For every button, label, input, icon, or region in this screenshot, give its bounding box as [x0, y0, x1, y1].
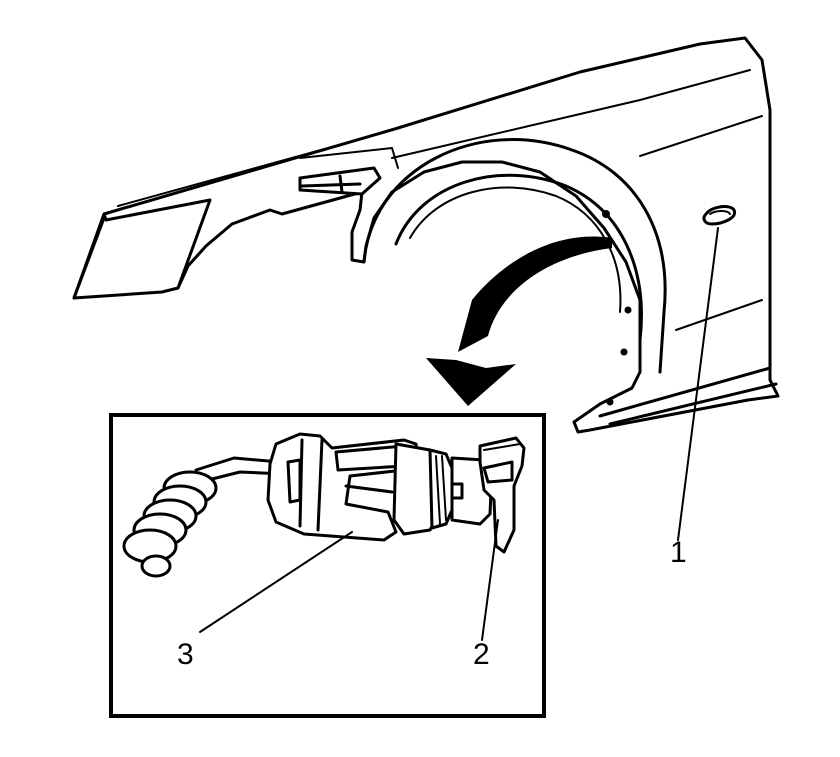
- temperature-sensor-assembly: [122, 432, 526, 578]
- body-crease-lower: [675, 299, 763, 331]
- fender-outline: [72, 36, 780, 434]
- vent-inner: [300, 174, 362, 194]
- arrow-shaft: [458, 236, 612, 352]
- sensor-nose-tab: [450, 482, 464, 500]
- wheel-arch-liner: [409, 186, 622, 313]
- leader-line-3: [199, 531, 353, 633]
- wire-coil: [122, 470, 218, 578]
- front-lower-edge: [72, 216, 106, 300]
- leader-line-2: [481, 519, 499, 641]
- front-fender: [72, 36, 780, 434]
- leader-line-1: [677, 227, 719, 541]
- sensor-ring: [428, 448, 454, 530]
- rocker-edge: [598, 366, 778, 426]
- callout-1: 1: [670, 536, 687, 569]
- connector-latch: [334, 444, 406, 472]
- body-crease-upper: [391, 69, 751, 159]
- wire-lead: [194, 456, 282, 472]
- sensor-opening-inner: [709, 210, 731, 215]
- wheel-arch-outer: [362, 138, 667, 374]
- retainer-clip-slot: [482, 460, 514, 484]
- body-crease-mid: [639, 115, 763, 157]
- callout-2: 2: [473, 638, 490, 671]
- hood-line: [117, 131, 387, 207]
- callout-3: 3: [177, 638, 194, 671]
- arrow-head: [426, 358, 516, 406]
- liner-fastener: [620, 348, 628, 356]
- connector-tab: [286, 458, 302, 504]
- liner-fastener: [624, 306, 632, 314]
- liner-fastener: [606, 398, 614, 406]
- view-arrow: [426, 236, 612, 406]
- sensor-ring-detail: [435, 455, 447, 525]
- wheel-arch-inner: [394, 173, 643, 342]
- leader-lines: [199, 227, 719, 641]
- liner-fastener: [602, 210, 610, 218]
- top-crease: [299, 147, 399, 169]
- retainer-clip-edge: [483, 443, 521, 451]
